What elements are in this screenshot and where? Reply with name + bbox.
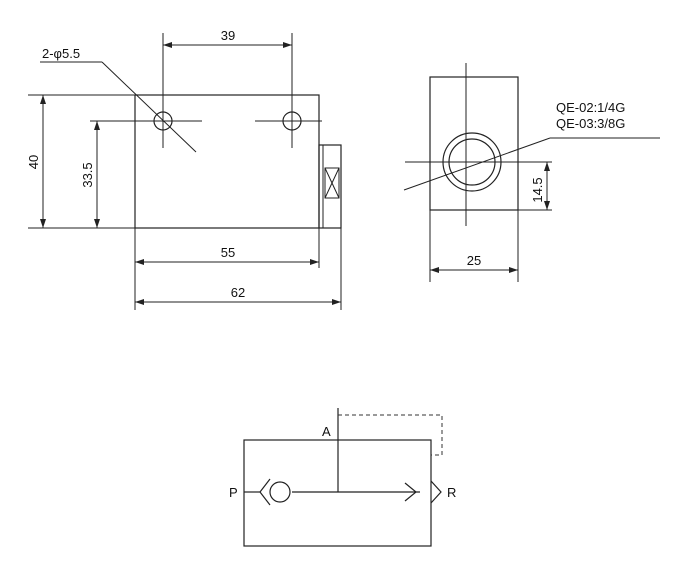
- port-boss: [318, 144, 342, 229]
- port-label-1: QE-02:1/4G: [556, 100, 625, 115]
- front-view: 2-φ5.5 39 40 33.5 55 62: [26, 28, 342, 310]
- connector-box: [324, 167, 340, 199]
- side-body: [429, 76, 519, 211]
- dim-port-height: 14.5: [530, 177, 545, 202]
- dim-hole-height: 33.5: [80, 162, 95, 187]
- flow-arrow: [404, 482, 417, 502]
- dim-side-width: 25: [467, 253, 481, 268]
- dim-total-width: 62: [231, 285, 245, 300]
- port-r-label: R: [447, 485, 456, 500]
- check-seat: [259, 478, 271, 506]
- check-ball: [269, 481, 291, 503]
- dim-hole-spacing: 39: [221, 28, 235, 43]
- dim-height: 40: [26, 155, 41, 169]
- side-view: QE-02:1/4G QE-03:3/8G 14.5 25: [403, 63, 660, 282]
- hole-label: 2-φ5.5: [42, 46, 80, 61]
- exhaust-arrow: [430, 480, 442, 504]
- pilot-line: [338, 414, 443, 456]
- port-a-label: A: [322, 424, 331, 439]
- port-label-2: QE-03:3/8G: [556, 116, 625, 131]
- port-p-label: P: [229, 485, 238, 500]
- schematic-symbol: A P R: [229, 408, 456, 547]
- dim-body-width: 55: [221, 245, 235, 260]
